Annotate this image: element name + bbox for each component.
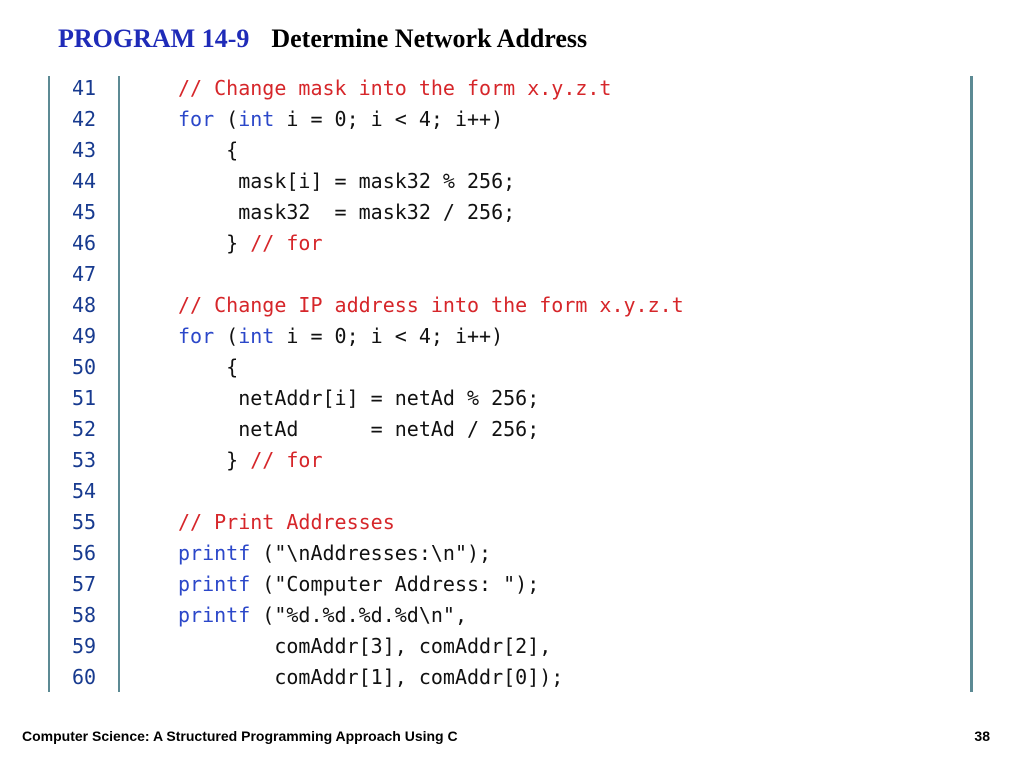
code-line: 53 } // for: [50, 445, 950, 476]
code-line: 50 {: [50, 352, 950, 383]
code-text: netAd = netAd / 256;: [178, 414, 539, 445]
line-number: 46: [71, 231, 97, 255]
code-comment: // Change mask into the form x.y.z.t: [178, 76, 612, 100]
program-number: PROGRAM 14-9: [58, 24, 250, 53]
code-line: 49 for (int i = 0; i < 4; i++): [50, 321, 950, 352]
code-line: 44 mask[i] = mask32 % 256;: [50, 166, 950, 197]
code-text: } // for: [178, 228, 323, 259]
program-description: Determine Network Address: [271, 24, 588, 53]
code-keyword: for: [178, 324, 215, 348]
code-keyword: printf: [178, 603, 251, 627]
line-number: 45: [71, 200, 97, 224]
code-token: mask32 = mask32 / 256;: [178, 200, 516, 224]
code-listing: 41 // Change mask into the form x.y.z.t 42…: [48, 76, 973, 692]
code-line: 58 printf ("%d.%d.%d.%d\n",: [50, 600, 950, 631]
code-keyword: printf: [178, 541, 251, 565]
code-text: printf ("%d.%d.%d.%d\n",: [178, 600, 467, 631]
line-number: 59: [71, 634, 97, 658]
code-token: i = 0; i < 4; i++): [274, 324, 504, 348]
code-token: comAddr[3], comAddr[2],: [178, 634, 552, 658]
code-token: }: [178, 231, 251, 255]
code-token: (: [214, 324, 239, 348]
code-token: ("\nAddresses:\n");: [250, 541, 492, 565]
code-token: i = 0; i < 4; i++): [274, 107, 504, 131]
code-token: ("Computer Address: ");: [250, 572, 540, 596]
code-token: {: [178, 355, 239, 379]
code-line: 41 // Change mask into the form x.y.z.t: [50, 73, 950, 104]
line-number: 57: [71, 572, 97, 596]
code-line: 51 netAddr[i] = netAd % 256;: [50, 383, 950, 414]
code-comment: // Change IP address into the form x.y.z…: [178, 293, 684, 317]
code-text: printf ("\nAddresses:\n");: [178, 538, 491, 569]
code-text: comAddr[3], comAddr[2],: [178, 631, 551, 662]
page-number: 38: [974, 728, 990, 744]
code-comment: // Print Addresses: [178, 510, 395, 534]
code-line: 60 comAddr[1], comAddr[0]);: [50, 662, 950, 693]
code-line: 42 for (int i = 0; i < 4; i++): [50, 104, 950, 135]
code-line: 54: [50, 476, 950, 507]
code-text: netAddr[i] = netAd % 256;: [178, 383, 539, 414]
code-text: {: [178, 352, 238, 383]
code-text: mask32 = mask32 / 256;: [178, 197, 515, 228]
line-number: 41: [71, 76, 97, 100]
code-token: (: [214, 107, 239, 131]
line-number: 50: [71, 355, 97, 379]
code-token: mask[i] = mask32 % 256;: [178, 169, 516, 193]
code-text: // Change IP address into the form x.y.z…: [178, 290, 684, 321]
slide-title: PROGRAM 14-9 Determine Network Address: [58, 24, 587, 54]
code-line: 55 // Print Addresses: [50, 507, 950, 538]
code-text: for (int i = 0; i < 4; i++): [178, 321, 503, 352]
code-comment: // for: [250, 231, 323, 255]
code-line: 57 printf ("Computer Address: ");: [50, 569, 950, 600]
line-number: 43: [71, 138, 97, 162]
code-token: netAd = netAd / 256;: [178, 417, 540, 441]
code-text: {: [178, 135, 238, 166]
line-number: 44: [71, 169, 97, 193]
code-line: 59 comAddr[3], comAddr[2],: [50, 631, 950, 662]
code-text: } // for: [178, 445, 323, 476]
code-text: comAddr[1], comAddr[0]);: [178, 662, 563, 693]
line-number: 49: [71, 324, 97, 348]
code-line: 46 } // for: [50, 228, 950, 259]
line-number: 56: [71, 541, 97, 565]
code-token: {: [178, 138, 239, 162]
code-line: 43 {: [50, 135, 950, 166]
code-keyword: int: [238, 324, 275, 348]
code-line: 52 netAd = netAd / 256;: [50, 414, 950, 445]
code-line: 45 mask32 = mask32 / 256;: [50, 197, 950, 228]
line-number: 60: [71, 665, 97, 689]
footer-book-title: Computer Science: A Structured Programmi…: [22, 728, 458, 744]
code-text: // Change mask into the form x.y.z.t: [178, 73, 611, 104]
line-number: 52: [71, 417, 97, 441]
line-number-gutter: [50, 76, 120, 692]
line-number: 54: [71, 479, 97, 503]
line-number: 47: [71, 262, 97, 286]
code-line: 48 // Change IP address into the form x.y…: [50, 290, 950, 321]
line-number: 48: [71, 293, 97, 317]
code-text: printf ("Computer Address: ");: [178, 569, 539, 600]
code-keyword: printf: [178, 572, 251, 596]
line-number: 51: [71, 386, 97, 410]
code-token: netAddr[i] = netAd % 256;: [178, 386, 540, 410]
line-number: 53: [71, 448, 97, 472]
code-token: ("%d.%d.%d.%d\n",: [250, 603, 467, 627]
code-text: for (int i = 0; i < 4; i++): [178, 104, 503, 135]
code-comment: // for: [250, 448, 323, 472]
code-keyword: int: [238, 107, 275, 131]
code-text: // Print Addresses: [178, 507, 395, 538]
code-text: mask[i] = mask32 % 256;: [178, 166, 515, 197]
code-line: 47: [50, 259, 950, 290]
line-number: 58: [71, 603, 97, 627]
line-number: 42: [71, 107, 97, 131]
code-line: 56 printf ("\nAddresses:\n");: [50, 538, 950, 569]
code-token: comAddr[1], comAddr[0]);: [178, 665, 564, 689]
code-token: }: [178, 448, 251, 472]
code-keyword: for: [178, 107, 215, 131]
line-number: 55: [71, 510, 97, 534]
